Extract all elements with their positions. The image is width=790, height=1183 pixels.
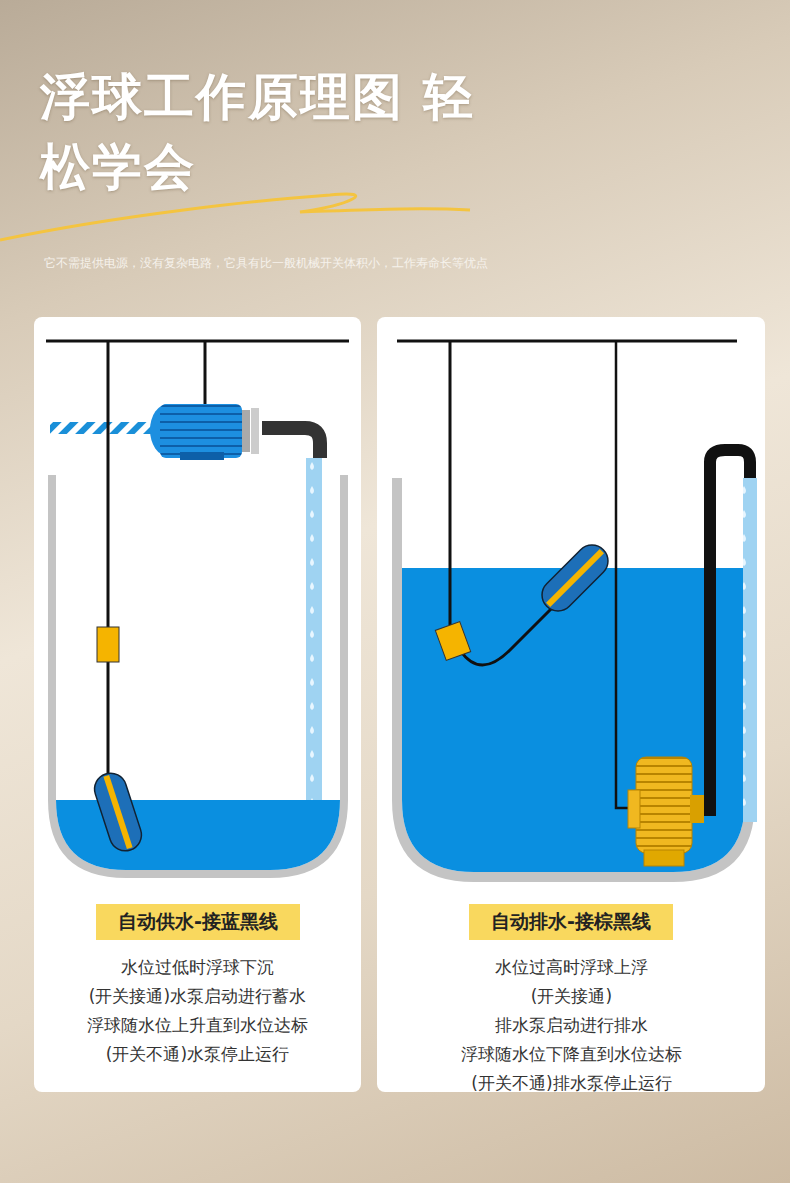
panel-card: 水位过高时浮球上浮 (开关接通)排水泵启动进行排水 浮球随水位下降直到水位达标 … [377,317,765,1092]
label-text: 自动排水-接棕黑线 [491,910,651,932]
panel-card: 水位过低时浮球下沉 (开关接通)水泵启动进行蓄水 浮球随水位上升直到水位达标 (… [34,317,361,1092]
description-text: 水位过高时浮球上浮 (开关接通)排水泵启动进行排水 浮球随水位下降直到水位达标 … [461,953,682,1098]
page-title: 浮球工作原理图 轻松学会 [40,62,480,202]
description-text: 水位过低时浮球下沉 (开关接通)水泵启动进行蓄水 浮球随水位上升直到水位达标 (… [87,953,308,1069]
label-box: 自动排水-接棕黑线 [469,904,673,940]
label-box: 自动供水-接蓝黑线 [96,904,300,940]
subtitle-note: 它不需提供电源，没有复杂电路，它具有比一般机械开关体积小，工作寿命长等优点 [44,255,488,272]
label-text: 自动供水-接蓝黑线 [118,910,278,932]
